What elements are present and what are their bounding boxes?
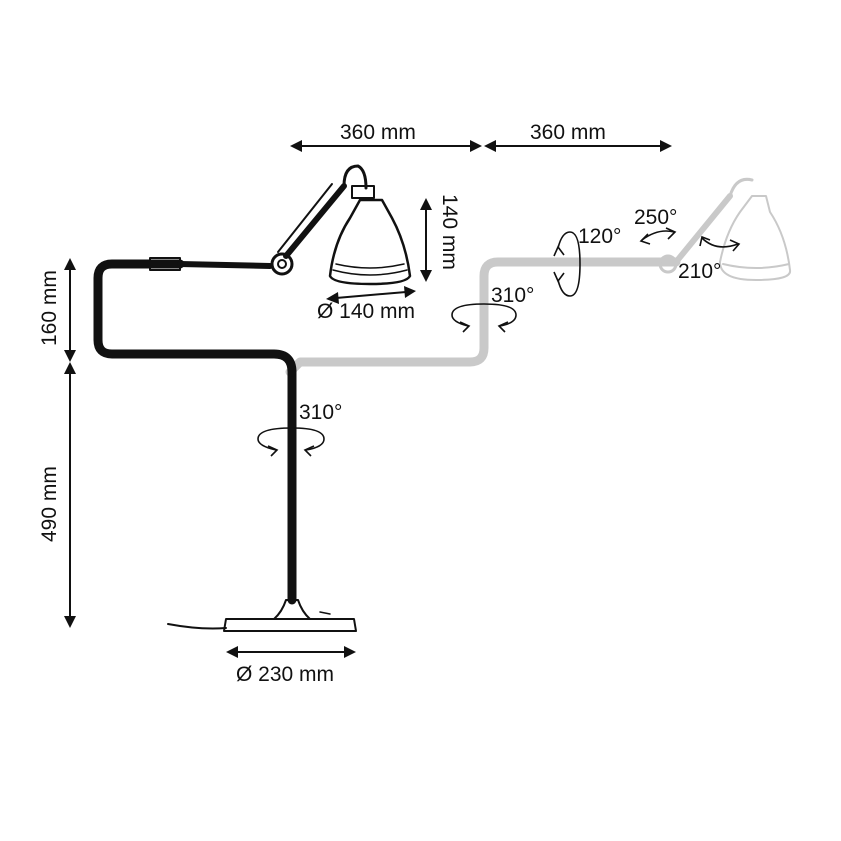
arm-tilt-arrow (557, 231, 581, 297)
elbow-joint (270, 252, 294, 276)
elbow-rotation-label: 310° (491, 284, 534, 307)
rotation-indicators (257, 227, 741, 457)
shade-diameter-label: Ø 140 mm (317, 300, 415, 323)
lamp-lower-arm (93, 259, 297, 377)
lamp-base (223, 618, 357, 632)
shade-height-label: 140 mm (438, 194, 461, 270)
lamp-upper-arm (177, 261, 273, 269)
shade-tilt-arrow (701, 237, 739, 248)
arm-tilt-label: 120° (578, 225, 621, 248)
elbow-rotation-arrow (451, 303, 517, 327)
ghost-lamp (285, 177, 792, 377)
lower-height-label: 490 mm (38, 466, 61, 542)
stem-rotation-arrow (257, 427, 325, 451)
lamp-forearm (283, 183, 347, 259)
arm-reach-1-label: 360 mm (340, 121, 416, 144)
lamp-drawing (93, 164, 412, 632)
base-diameter-label: Ø 230 mm (236, 663, 334, 686)
arm-reach-2-label: 360 mm (530, 121, 606, 144)
shade-tilt-label: 210° (678, 260, 721, 283)
dimension-lines (64, 140, 672, 658)
shade-joint-rotation-label: 250° (634, 206, 677, 229)
lamp-shade (328, 198, 412, 286)
cable (167, 623, 227, 630)
labels: 360 mm 360 mm 140 mm Ø 140 mm 160 mm 490… (38, 121, 721, 686)
upper-height-label: 160 mm (38, 270, 61, 346)
stem-rotation-label: 310° (299, 401, 342, 424)
